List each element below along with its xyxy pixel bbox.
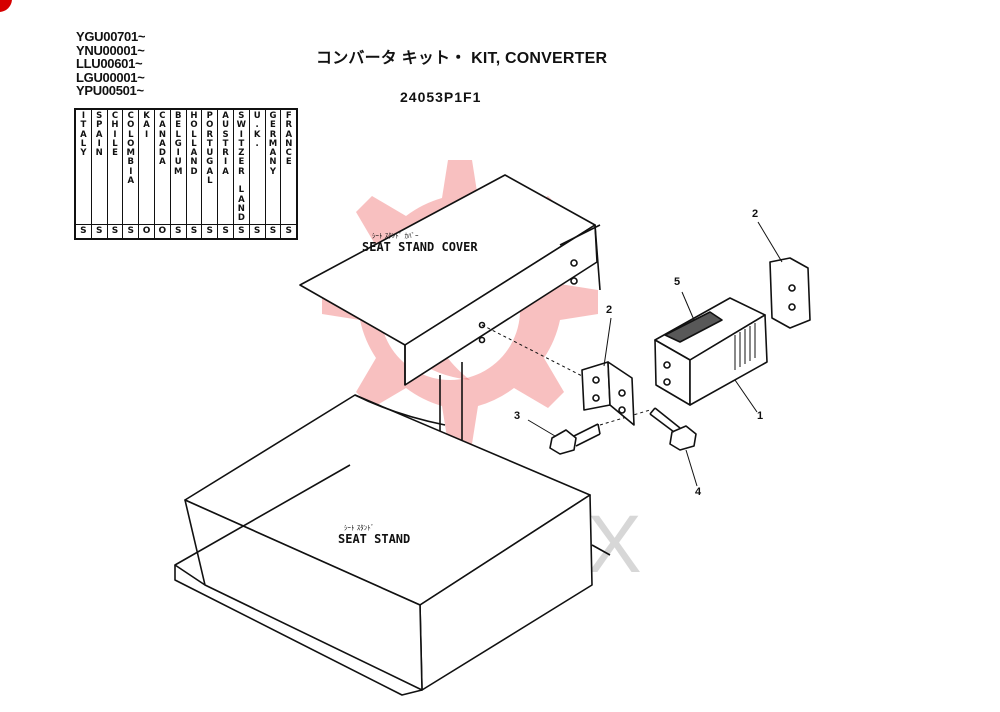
bracket-right-drawing	[769, 257, 811, 329]
seat-stand-label: SEAT STAND	[338, 532, 411, 546]
bolt-3-drawing	[549, 423, 601, 455]
callout-4: 4	[695, 486, 702, 498]
country-code: S	[74, 223, 92, 240]
serial-number: LGU00001~	[76, 69, 145, 85]
bolt-4-drawing	[649, 407, 697, 451]
callout-2-right: 2	[752, 208, 759, 220]
seat-stand-cover-kana: ｼｰﾄ ｽﾀﾝﾄﾞ ｶﾊﾞｰ	[372, 232, 419, 240]
serial-number: YPU00501~	[76, 83, 144, 99]
seat-stand-kana: ｼｰﾄ ｽﾀﾝﾄﾞ	[344, 524, 375, 532]
serial-number: YNU00001~	[76, 42, 145, 58]
seat-stand-cover-drawing	[299, 174, 601, 440]
country-code: S	[280, 223, 298, 240]
serial-number: LLU00601~	[76, 56, 143, 72]
part-number: 24053P1F1	[400, 89, 482, 105]
page-title: コンバータ キット・ KIT, CONVERTER	[316, 50, 608, 67]
converter-drawing	[654, 297, 768, 406]
country-code: S	[122, 223, 140, 240]
callout-3: 3	[514, 410, 521, 422]
seat-stand-cover-label: SEAT STAND COVER	[362, 240, 478, 254]
callout-2-middle: 2	[606, 304, 613, 316]
serial-number-list: YGU00701~ YNU00001~ LLU00601~ LGU00001~ …	[76, 29, 146, 99]
country-name: U.K.	[253, 111, 261, 149]
seat-stand-drawing	[174, 394, 611, 696]
serial-number: YGU00701~	[76, 29, 146, 44]
callout-5: 5	[674, 276, 681, 288]
callout-1: 1	[757, 410, 764, 422]
bracket-middle-drawing	[581, 361, 635, 426]
country-code: S	[232, 223, 250, 240]
